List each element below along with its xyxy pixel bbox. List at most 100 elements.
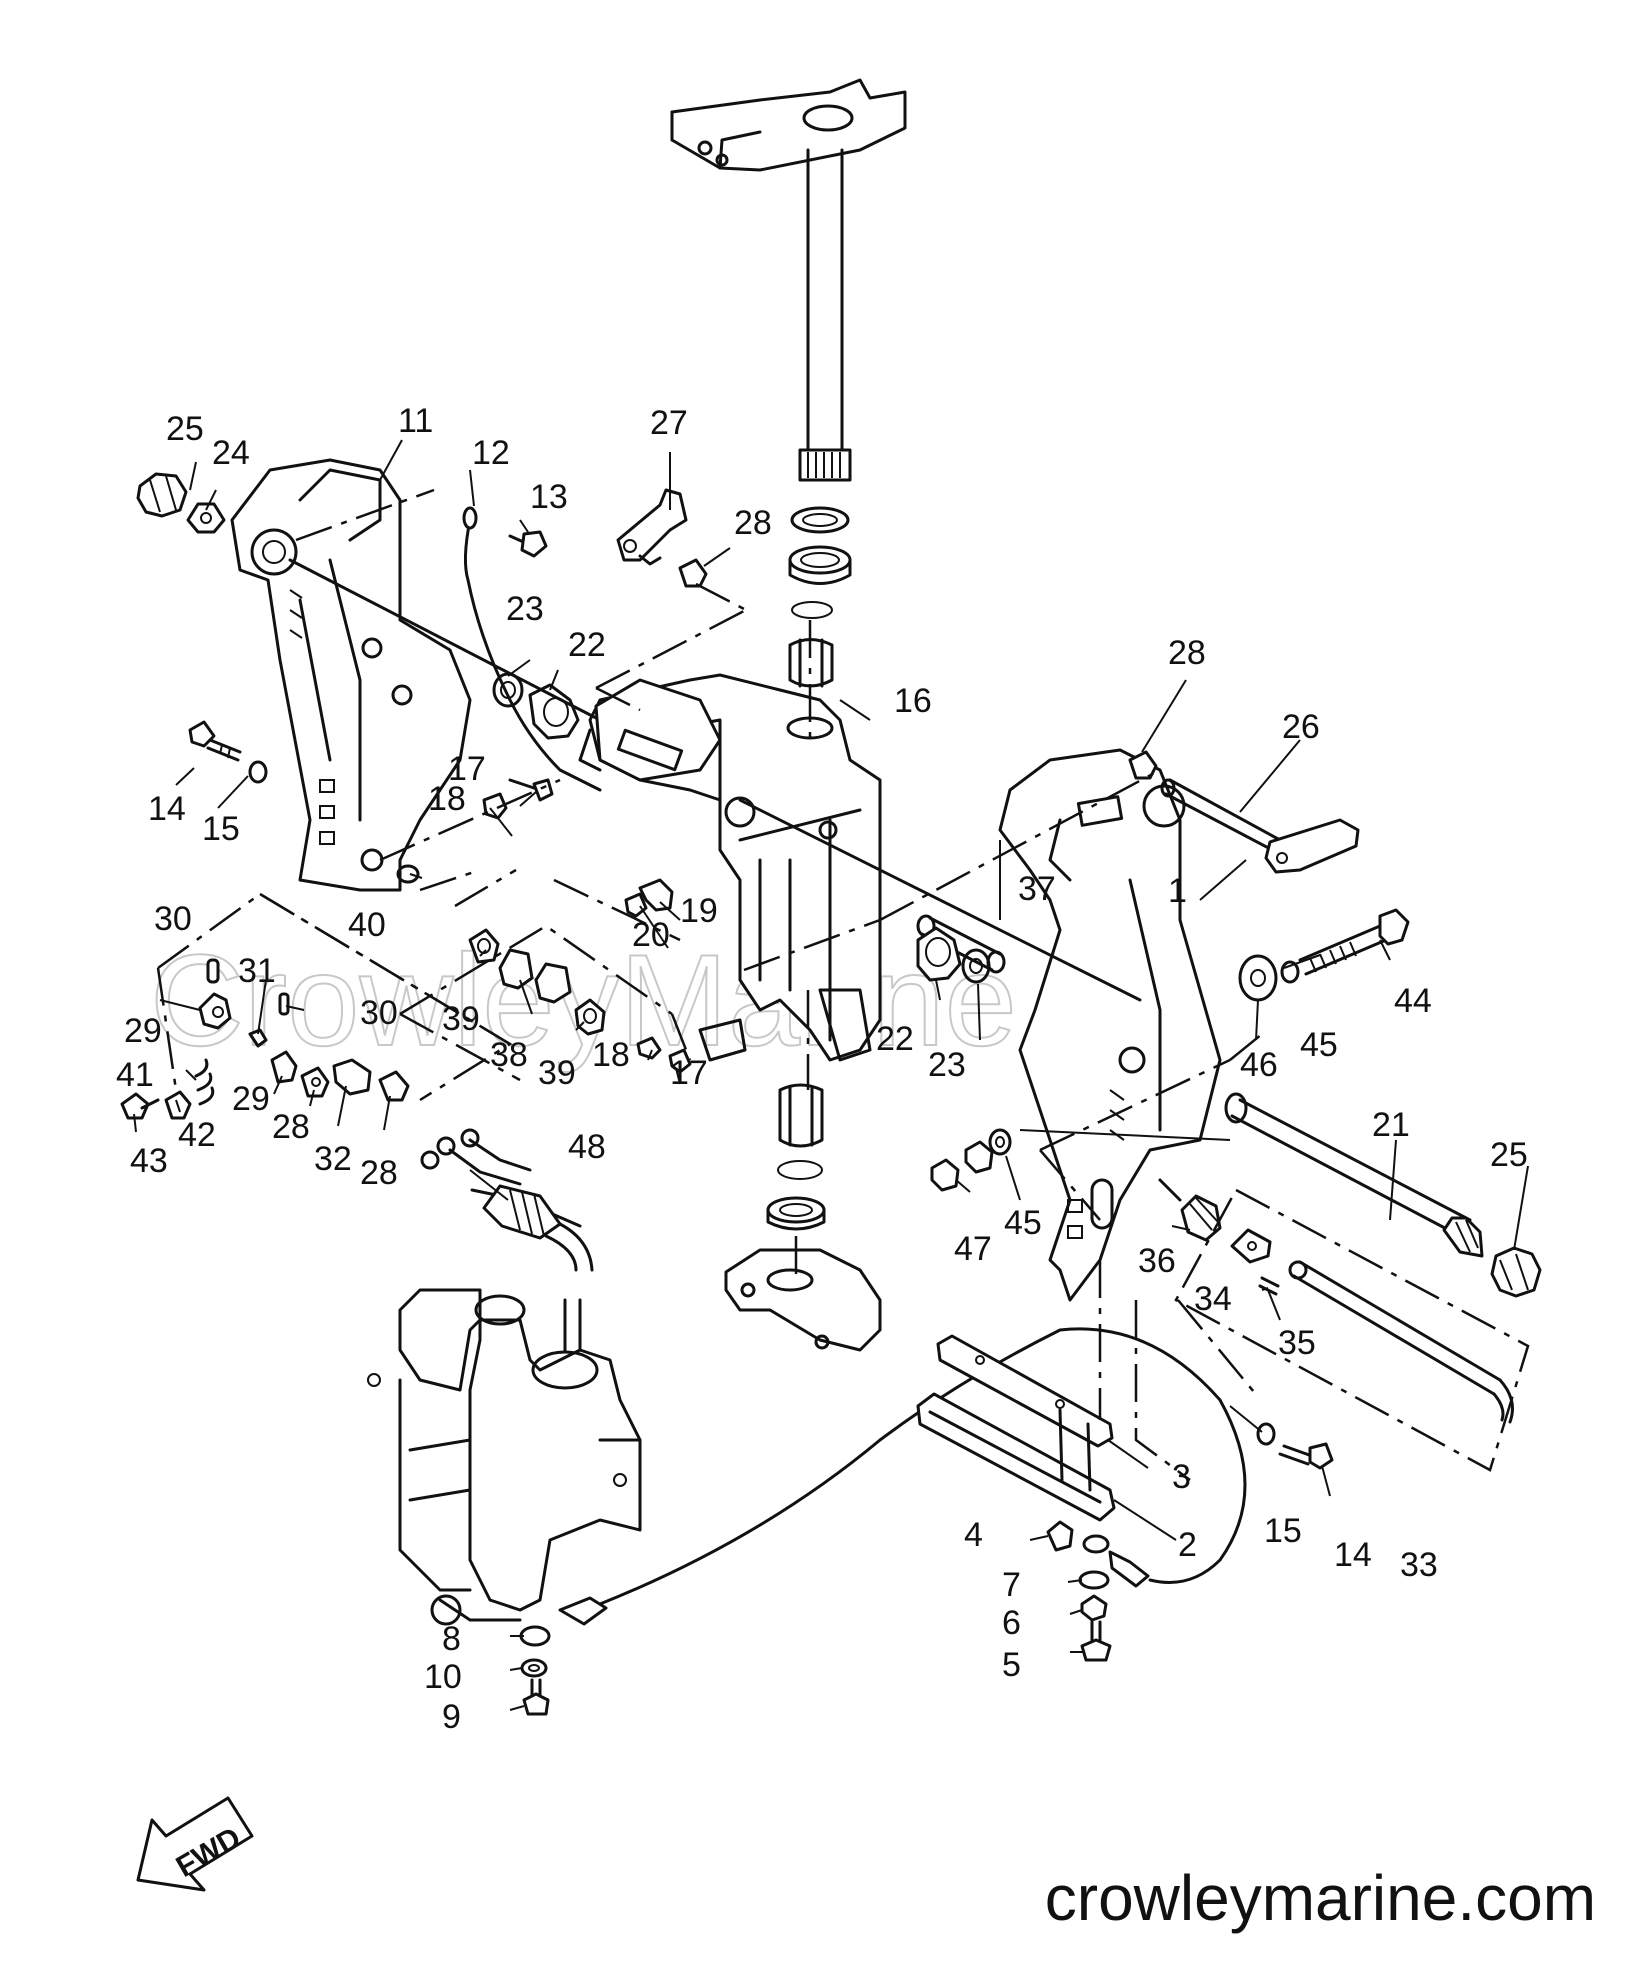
tilt-pin-assembly	[288, 558, 1142, 1002]
callout-17b: 17	[670, 1054, 708, 1092]
pin-30-lower	[278, 992, 290, 1016]
callout-1: 1	[1168, 872, 1187, 910]
bolt-13	[508, 530, 548, 558]
terminal-8	[519, 1625, 551, 1647]
screw-18-upper	[482, 792, 508, 820]
lower-bushings	[766, 1083, 826, 1231]
bushing-22-left	[528, 683, 580, 740]
bolt-14-left	[188, 720, 242, 762]
callout-33: 33	[1400, 1546, 1438, 1584]
nuts-47	[930, 1140, 994, 1192]
trim-lever-26	[1160, 778, 1360, 874]
wire-12	[462, 506, 602, 792]
callout-40: 40	[348, 906, 386, 944]
callout-17a: 17	[448, 750, 486, 788]
callout-16: 16	[894, 682, 932, 720]
callout-9: 9	[442, 1698, 461, 1736]
bolt-14-right	[1278, 1442, 1334, 1470]
collar-38	[498, 948, 572, 1004]
washer-15-left	[248, 760, 268, 784]
plate-34	[1230, 1228, 1272, 1264]
callout-39a: 39	[442, 1000, 480, 1038]
callout-34: 34	[1194, 1280, 1232, 1318]
callout-31: 31	[238, 952, 276, 990]
bolt-43	[120, 1092, 160, 1120]
terminal-1510	[1082, 1534, 1110, 1554]
washer-28-lower	[300, 1066, 330, 1098]
bushing-22-right	[916, 926, 962, 982]
trim-sender-48	[420, 1128, 594, 1272]
callouts: 1 2 3 4 5 6 7 8 9 10 11 12 13 14 14 15 1…	[116, 402, 1528, 1736]
nut-25-right	[1490, 1246, 1542, 1298]
callout-27: 27	[650, 404, 688, 442]
callout-28a: 28	[734, 504, 772, 542]
callout-10: 10	[424, 1658, 462, 1696]
left-clamp-bracket	[230, 458, 472, 892]
washer-45-upper	[1280, 960, 1300, 984]
callout-24: 24	[212, 434, 250, 472]
callout-21: 21	[1372, 1106, 1410, 1144]
steering-lower-arm	[724, 1248, 882, 1352]
washer-28-right	[1128, 750, 1158, 780]
callout-14a: 14	[148, 790, 186, 828]
callout-23a: 23	[506, 590, 544, 628]
callout-42: 42	[178, 1116, 216, 1154]
spring-36	[1158, 1178, 1222, 1242]
callout-5: 5	[1002, 1646, 1021, 1684]
callout-ticks	[133, 439, 1529, 1711]
callout-48: 48	[568, 1128, 606, 1166]
callout-29a: 29	[124, 1012, 162, 1050]
anode-plate-3	[936, 1334, 1114, 1448]
callout-25b: 25	[1490, 1136, 1528, 1174]
callout-38: 38	[490, 1036, 528, 1074]
screw-17-upper	[508, 778, 554, 802]
shaft-washers	[788, 506, 852, 688]
power-trim-unit	[367, 1288, 642, 1626]
callout-35: 35	[1278, 1324, 1316, 1362]
washer-10	[520, 1658, 548, 1678]
callout-28c: 28	[272, 1108, 310, 1146]
tilt-tube	[1224, 1092, 1484, 1258]
callout-45a: 45	[1300, 1026, 1338, 1064]
callout-11: 11	[398, 402, 433, 440]
callout-36: 36	[1138, 1242, 1176, 1280]
knob-29-upper	[198, 992, 232, 1030]
washer-45-lower	[988, 1128, 1012, 1156]
rod-33	[1288, 1260, 1514, 1424]
leader-lines	[156, 488, 1530, 1482]
washer-23-right	[961, 948, 991, 984]
bolt-4	[1046, 1520, 1074, 1552]
callout-47: 47	[954, 1230, 992, 1268]
callout-12: 12	[472, 434, 510, 472]
callout-29b: 29	[232, 1080, 270, 1118]
steering-arm	[670, 78, 907, 172]
callout-14b: 14	[1334, 1536, 1372, 1574]
callout-46: 46	[1240, 1046, 1278, 1084]
callout-13: 13	[530, 478, 568, 516]
pin-30-upper	[206, 958, 220, 984]
callout-8: 8	[442, 1620, 461, 1658]
bushing-39-right	[574, 998, 606, 1036]
screw-5	[1080, 1620, 1112, 1662]
fwd-arrow: FWD	[136, 1796, 254, 1892]
callout-30b: 30	[360, 994, 398, 1032]
screw-31	[248, 1028, 268, 1048]
tilt-lever-27	[616, 488, 688, 566]
callout-32: 32	[314, 1140, 352, 1178]
callout-22a: 22	[568, 626, 606, 664]
callout-23b: 23	[928, 1046, 966, 1084]
washer-6	[1080, 1594, 1108, 1622]
callout-45b: 45	[1004, 1204, 1042, 1242]
callout-37: 37	[1018, 870, 1056, 908]
callout-7: 7	[1002, 1566, 1021, 1604]
washer-24	[186, 502, 226, 534]
callout-30a: 30	[154, 900, 192, 938]
washer-28-top	[678, 558, 708, 588]
callout-28d: 28	[360, 1154, 398, 1192]
callout-26: 26	[1282, 708, 1320, 746]
trim-lead-wire	[558, 1327, 1247, 1626]
screw-17-lower	[668, 1048, 692, 1074]
washer-15-right	[1256, 1422, 1276, 1446]
wire-40	[396, 864, 420, 884]
